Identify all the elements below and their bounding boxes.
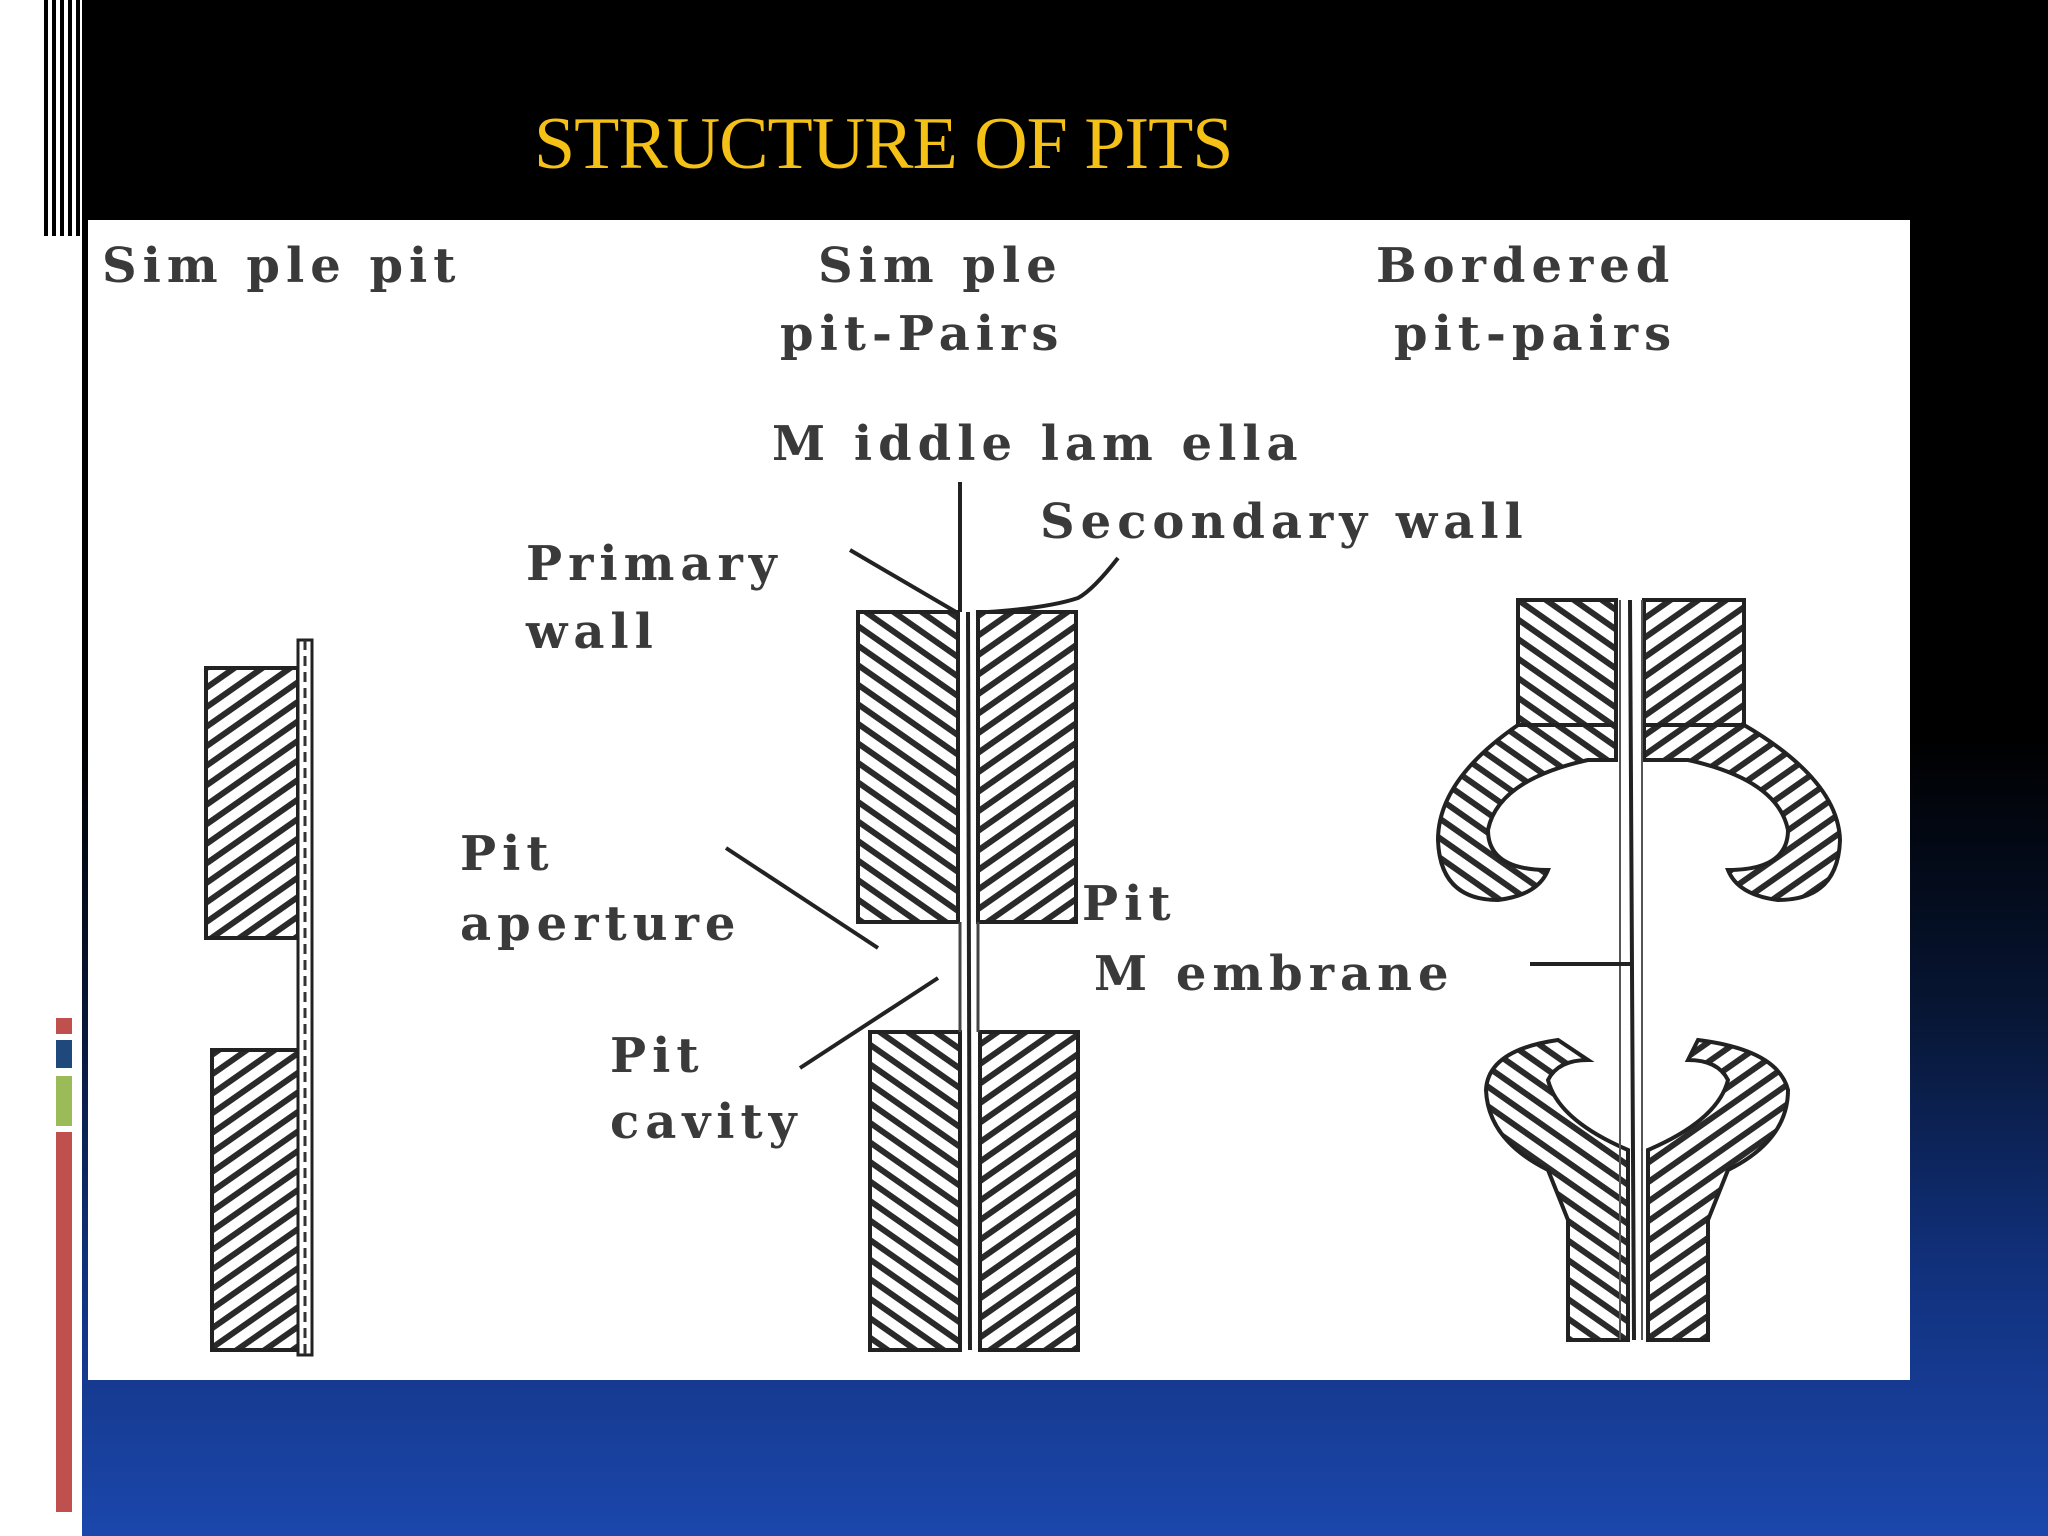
label-primary-wall-line1: Primary	[526, 536, 783, 592]
accent-bar-blue	[56, 1040, 72, 1068]
label-secondary-wall: Secondary wall	[1040, 494, 1529, 550]
label-pit-cavity-line1: Pit	[610, 1028, 705, 1084]
accent-bar-green	[56, 1076, 72, 1126]
header-bordered-pit-pairs-line2: pit-pairs	[1394, 306, 1677, 362]
header-simple-pit-pairs-line2: pit-Pairs	[780, 306, 1064, 362]
pit-structure-figure: Sim ple pit Sim ple pit-Pairs Bordered p…	[88, 220, 1910, 1380]
label-middle-lamella: M iddle lam ella	[772, 416, 1304, 472]
simple-pit-drawing	[204, 638, 314, 1357]
label-pit-aperture-line1: Pit	[460, 826, 555, 882]
accent-bar-red	[56, 1132, 72, 1512]
header-simple-pit: Sim ple pit	[102, 238, 461, 294]
accent-bar-red-small	[56, 1018, 72, 1034]
label-pit-membrane-line2: M embrane	[1094, 946, 1455, 1002]
leader-lines	[724, 482, 1632, 1070]
label-pit-cavity-line2: cavity	[610, 1094, 803, 1150]
header-bordered-pit-pairs-line1: Bordered	[1376, 238, 1675, 294]
pit-diagram-svg: Sim ple pit Sim ple pit-Pairs Bordered p…	[102, 238, 1843, 1357]
simple-pit-pair-drawing	[856, 610, 1080, 1352]
header-simple-pit-pairs-line1: Sim ple	[818, 238, 1063, 294]
slide-title: STRUCTURE OF PITS	[534, 103, 1233, 185]
label-primary-wall-line2: wall	[525, 604, 659, 660]
label-pit-membrane-line1: Pit	[1082, 876, 1177, 932]
top-accent-stripes	[44, 0, 82, 236]
label-pit-aperture-line2: aperture	[460, 896, 741, 952]
bordered-pit-pair-drawing	[1435, 598, 1843, 1342]
